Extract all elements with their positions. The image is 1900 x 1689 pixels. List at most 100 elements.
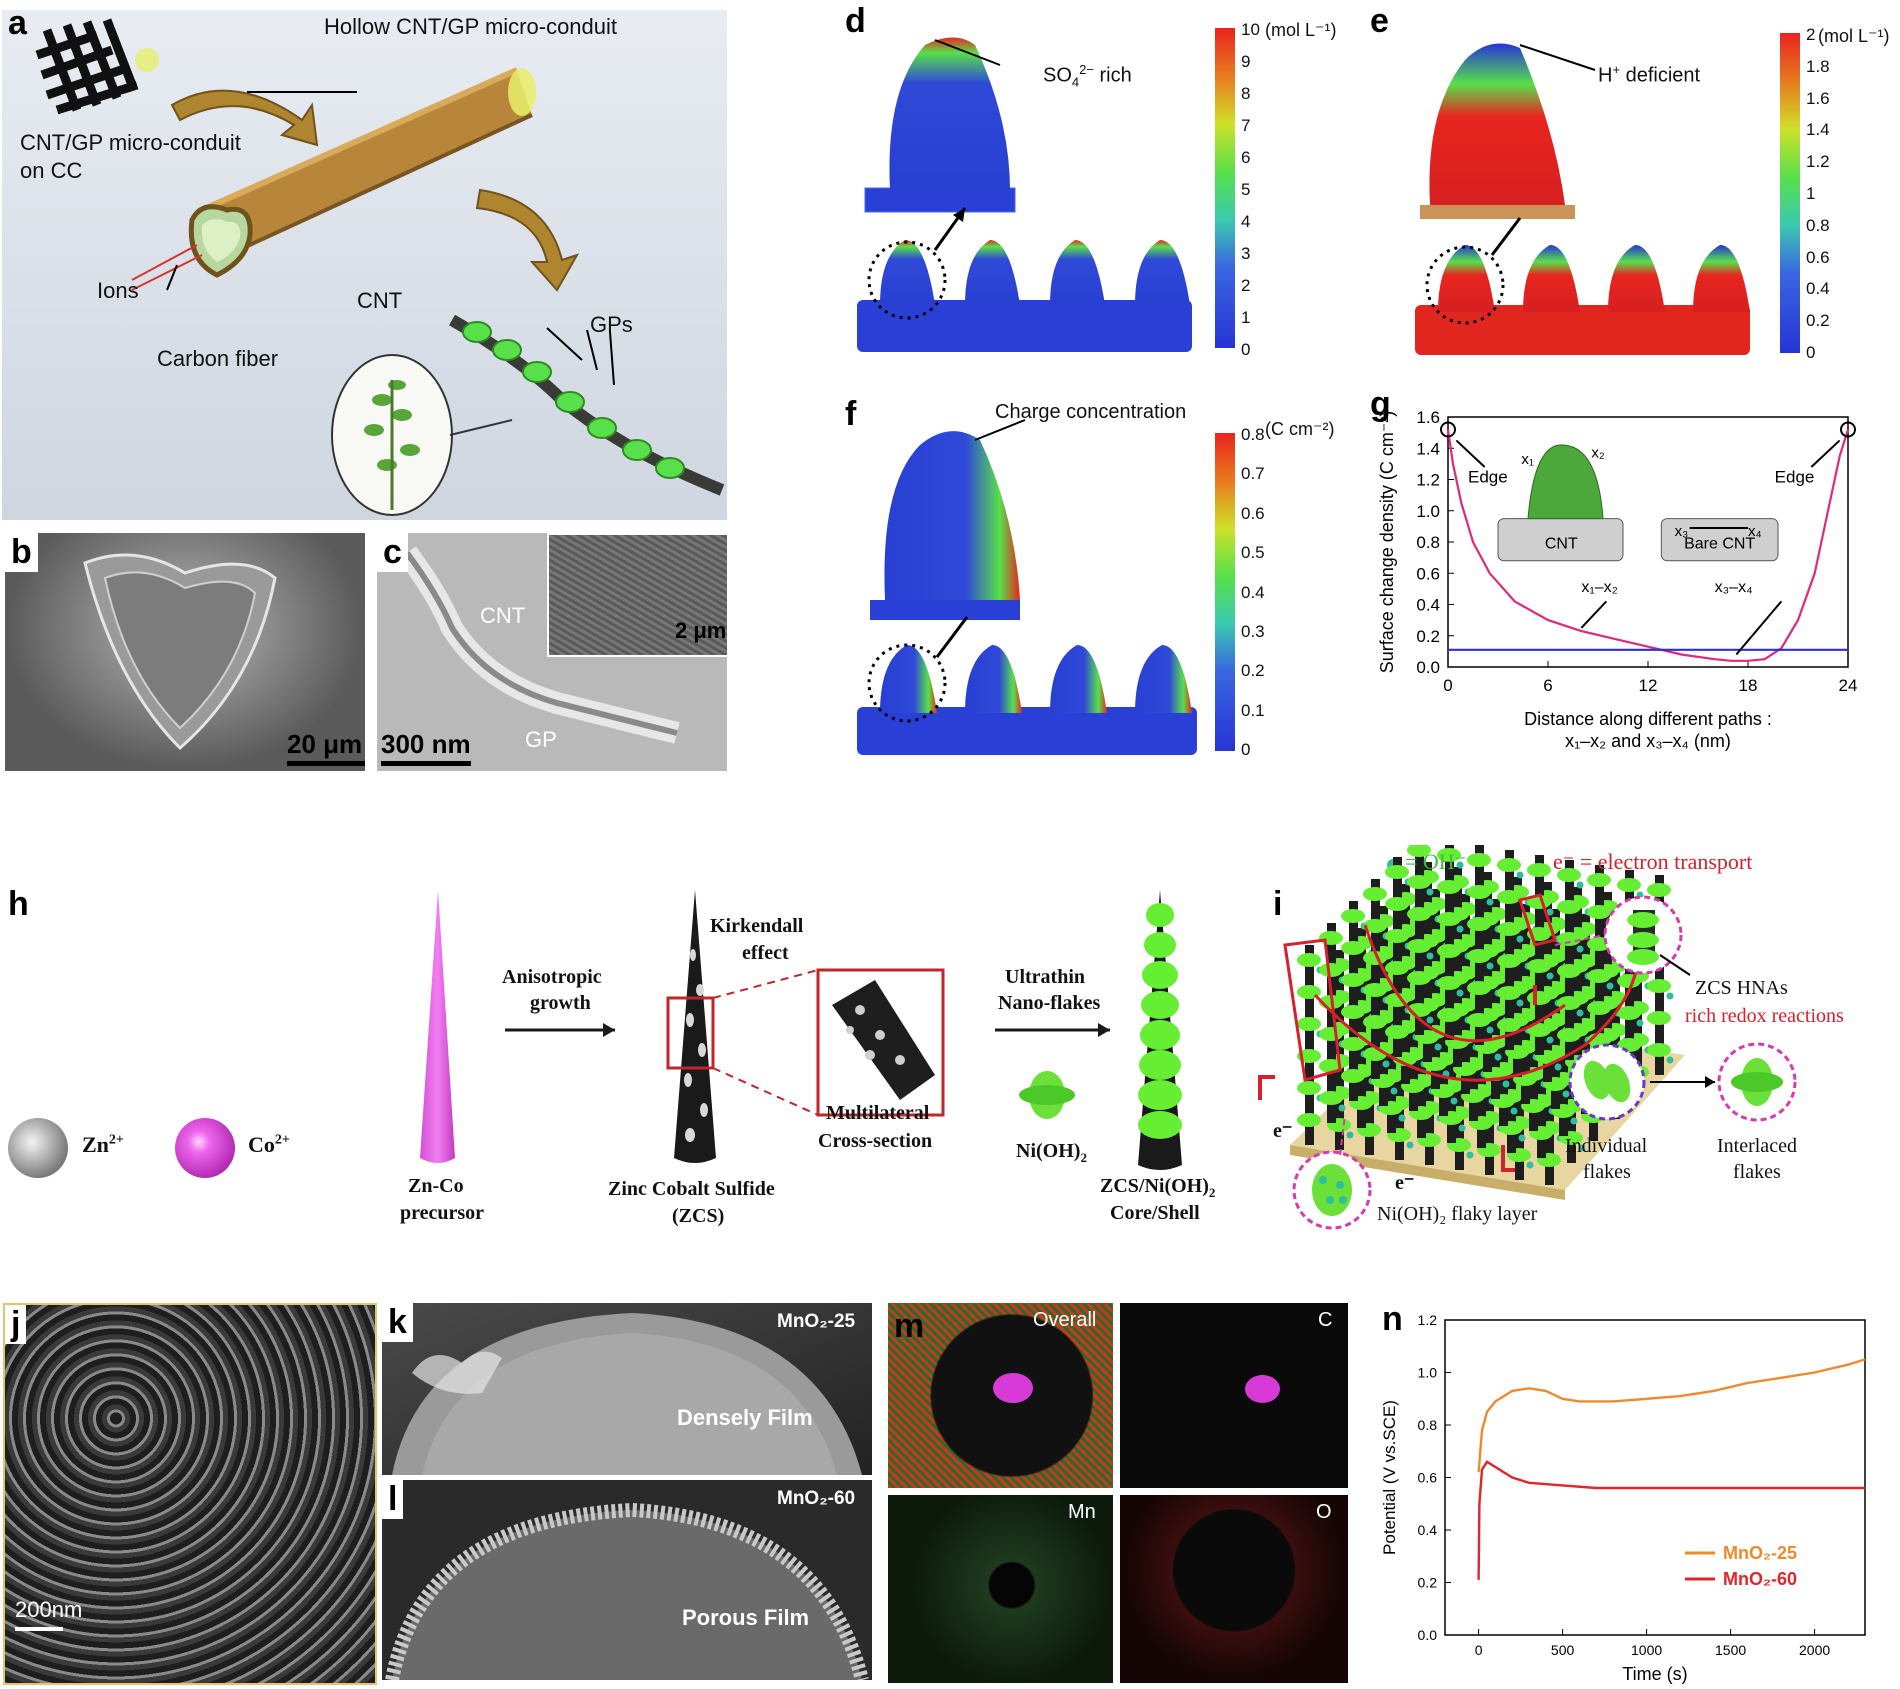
colorbar-tick-label: 1.2 xyxy=(1806,152,1830,172)
conduit-title: Hollow CNT/GP micro-conduit xyxy=(324,14,618,39)
y-tick-label: 1.2 xyxy=(1416,471,1440,490)
colorbar-tick-label: 7 xyxy=(1241,116,1251,135)
rich-redox-label: rich redox reactions xyxy=(1685,1005,1844,1027)
y-tick-label: 0.8 xyxy=(1418,1417,1438,1433)
nanorod xyxy=(1535,855,1544,1055)
precursor-cone xyxy=(420,890,455,1163)
nioh-flake-icon xyxy=(1019,1071,1075,1119)
annotation-x1x2: x₁–x₂ xyxy=(1581,579,1618,596)
nanorod xyxy=(1423,862,1432,1062)
panel-m: m Overall C Mn O xyxy=(888,1303,1348,1683)
scale-bar-line xyxy=(287,761,365,766)
colorbar-tick-label: 0.3 xyxy=(1241,621,1265,641)
curved-arrow-icon xyxy=(475,188,580,292)
gps-label: GPs xyxy=(590,312,633,337)
k-sample-label: MnO₂-25 xyxy=(777,1311,856,1332)
colorbar-tick-label: 2 xyxy=(1241,276,1251,295)
c-cnt-label: CNT xyxy=(480,603,526,628)
edge-marker xyxy=(1440,421,1456,438)
m-overall-map xyxy=(888,1303,1113,1488)
colorbar-tick-label: 10 xyxy=(1241,20,1260,39)
panel-a-illustration xyxy=(35,18,725,516)
inset-x4-label: x₄ xyxy=(1748,523,1762,540)
kirkendall-label-1: Kirkendall xyxy=(710,915,804,937)
e-unit: (mol L⁻¹) xyxy=(1818,26,1890,46)
y-tick-label: 0.2 xyxy=(1418,1575,1438,1591)
nanorod xyxy=(1445,840,1454,1040)
x-tick-label: 24 xyxy=(1839,676,1858,695)
panel-label-e: e xyxy=(1370,2,1389,40)
ultrathin-label-1: Ultrathin xyxy=(1005,966,1085,988)
panel-k-sem-image: k MnO₂-25 Densely Film xyxy=(382,1303,872,1475)
panel-c-inset xyxy=(547,533,727,657)
panel-label-k: k xyxy=(382,1303,413,1342)
colorbar-tick-label: 0.5 xyxy=(1241,543,1265,563)
cc-mesh-icon xyxy=(35,18,139,115)
edge-marker xyxy=(1840,421,1856,438)
edge-label-right: Edge xyxy=(1775,468,1815,487)
x-axis-label-2: x₁–x₂ and x₃–x₄ (nm) xyxy=(1565,731,1731,751)
y-tick-label: 0.2 xyxy=(1416,627,1440,646)
e-minus-label: e⁻ xyxy=(1395,1172,1415,1194)
nanorod xyxy=(1431,889,1440,1089)
x-tick-label: 1500 xyxy=(1715,1642,1746,1658)
individual-flakes-1: Individual xyxy=(1565,1135,1648,1157)
nanorod xyxy=(1595,865,1604,1065)
anisotropic-label-2: growth xyxy=(530,992,591,1014)
panel-label-g: g xyxy=(1370,385,1391,423)
m-overall-label: Overall xyxy=(1033,1309,1097,1331)
colorbar-tick-label: 0.4 xyxy=(1241,582,1265,602)
nanorod xyxy=(1393,857,1402,1057)
annotation-arrow xyxy=(1580,600,1608,629)
kirkendall-label-2: effect xyxy=(742,942,789,964)
colorbar-tick-label: 0 xyxy=(1241,340,1251,359)
x-tick-label: 6 xyxy=(1543,676,1552,695)
oh-legend: = OH⁻ xyxy=(1405,849,1467,874)
series-line-0 xyxy=(1477,1358,1866,1473)
zcs-hnas-label: ZCS HNAs xyxy=(1695,977,1788,999)
colorbar-tick-label: 0.8 xyxy=(1806,215,1830,235)
l-sample-label: MnO₂-60 xyxy=(777,1488,856,1509)
cross-section-label-1: Multilateral xyxy=(826,1102,930,1124)
colorbar-tick-label: 1 xyxy=(1241,308,1251,327)
panel-c-sem-image: c 2 μm CNT GP 300 nm xyxy=(377,533,727,771)
colorbar-tick-label: 0.4 xyxy=(1806,279,1830,299)
nanorod xyxy=(1521,904,1530,1104)
curved-arrow-icon xyxy=(170,89,319,147)
core-shell-label-1: ZCS/Ni(OH)2 xyxy=(1100,1175,1216,1200)
f-unit: (C cm⁻²) xyxy=(1265,419,1335,439)
x-tick-label: 0 xyxy=(1443,676,1452,695)
edge-arrow xyxy=(1455,439,1486,468)
y-tick-label: 0.0 xyxy=(1416,658,1440,677)
colorbar-tick-label: 0 xyxy=(1806,343,1816,362)
scale-bar-line xyxy=(15,1627,63,1631)
panel-a: a Hollow CNT/GP micro-conduit CNT/GP mic… xyxy=(2,4,727,520)
m-o-label: O xyxy=(1316,1501,1332,1523)
hollow-conduit xyxy=(188,67,536,278)
nanorod xyxy=(1543,882,1552,1082)
precursor-label-2: precursor xyxy=(400,1202,485,1224)
scale-bar-c: 300 nm xyxy=(381,729,471,759)
carbon-fiber-label: Carbon fiber xyxy=(157,346,279,371)
nanorod xyxy=(1505,850,1514,1050)
colorbar-tick-label: 2 xyxy=(1806,25,1816,44)
y-tick-label: 0.8 xyxy=(1416,533,1440,552)
panel-label-m: m xyxy=(894,1307,925,1345)
y-tick-label: 0.6 xyxy=(1416,564,1440,583)
y-axis-label: Potential (V vs.SCE) xyxy=(1380,1400,1399,1555)
edge-arrow xyxy=(1810,439,1841,468)
y-tick-label: 1.4 xyxy=(1416,439,1440,458)
y-tick-label: 1.2 xyxy=(1418,1312,1438,1328)
nanorod xyxy=(1305,945,1314,1145)
colorbar-tick-label: 0.7 xyxy=(1241,464,1265,484)
x-tick-label: 12 xyxy=(1639,676,1658,695)
e-minus-label: e⁻ xyxy=(1273,1120,1293,1142)
x-axis-label: Time (s) xyxy=(1622,1664,1687,1684)
nanorod xyxy=(1461,894,1470,1094)
plot-frame xyxy=(1444,1319,1866,1636)
inset-scale-c: 2 μm xyxy=(675,618,727,643)
